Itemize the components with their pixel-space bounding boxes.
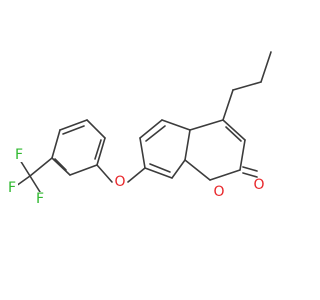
atom-label-o-ether: O (114, 174, 125, 190)
ether-linkage (96, 164, 146, 183)
atom-labels: O O O F F F (6, 147, 266, 207)
propyl-chain (222, 51, 272, 121)
atom-label-o-ring: O (213, 184, 224, 200)
atom-label-o-carbonyl: O (253, 177, 264, 193)
benzo-ring (139, 119, 191, 179)
atom-label-f-2: F (36, 191, 44, 207)
atom-label-f-3: F (8, 180, 16, 196)
atom-label-f-1: F (15, 147, 23, 163)
trifluoromethyl-group (15, 157, 53, 193)
pyranone-ring (184, 119, 258, 181)
molecule-diagram: O O O F F F (6, 51, 272, 207)
benzyl-ring (51, 119, 106, 176)
